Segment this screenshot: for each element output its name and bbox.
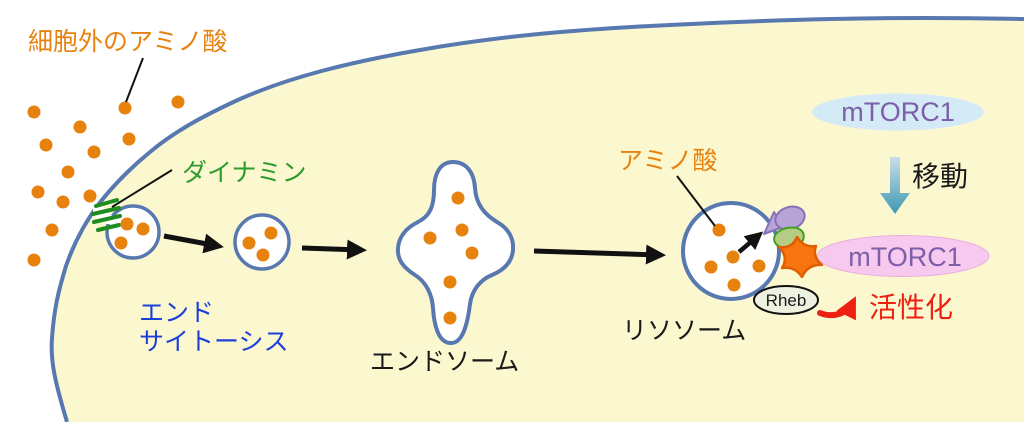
amino-acid-dot (242, 236, 256, 250)
amino-acid-dot (423, 231, 437, 245)
activation-label: 活性化 (869, 292, 953, 323)
dynamin-label: ダイナミン (182, 159, 307, 187)
lysosome-dots (704, 223, 766, 292)
amino-acid-dot (61, 165, 75, 179)
amino-acid-dot (27, 253, 41, 267)
endosome-dots (423, 191, 479, 325)
lysosome-label: リソソーム (622, 317, 746, 345)
amino-acid-pointer (676, 175, 716, 227)
amino-acid-dot (31, 185, 45, 199)
amino-acid-dot (451, 191, 465, 205)
translocation-label: 移動 (912, 161, 968, 192)
amino-acid-dot (443, 311, 457, 325)
endosome-shape (395, 160, 516, 345)
amino-acid-dot (752, 259, 766, 273)
step-arrow-3 (533, 244, 666, 265)
extracellular-amino-acid-pointer (125, 57, 144, 103)
amino-acid-dot (45, 223, 59, 237)
mtorc1-lysosomal-ellipse (816, 235, 990, 277)
amino-acid-dot (726, 250, 740, 264)
amino-acid-dot (171, 95, 185, 109)
rag-gtpase-orange-star (777, 235, 824, 279)
budding-vesicle-dots (114, 217, 150, 250)
amino-acid-dot (120, 217, 134, 231)
amino-acid-efflux-arrow (737, 231, 764, 254)
amino-acid-dot (264, 226, 278, 240)
endocytosis-label-line1: エンド (139, 299, 214, 327)
endocytosis-label-line2: サイトーシス (139, 328, 289, 356)
amino-acid-dot (256, 248, 270, 262)
amino-acid-dot (122, 132, 136, 146)
activation-arrow (817, 296, 856, 321)
amino-acid-dot (712, 223, 726, 237)
endocytic-vesicle-dots (242, 226, 278, 262)
amino-acid-dot (56, 195, 70, 209)
rheb-ellipse (753, 285, 819, 315)
amino-acid-dot (118, 101, 132, 115)
mtorc1-cytoplasmic-ellipse (812, 93, 984, 131)
endosome-label: エンドソーム (370, 348, 519, 376)
cell-body (51, 17, 1024, 422)
amino-acid-dot (136, 222, 150, 236)
cell-membrane (49, 15, 1024, 422)
mtorc1-cytoplasmic-label: mTORC1 (841, 97, 955, 127)
amino-acid-dot (465, 246, 479, 260)
amino-acid-dot (73, 120, 87, 134)
translocation-arrow (880, 157, 910, 214)
rheb-label: Rheb (766, 291, 807, 310)
step-arrow-2 (301, 239, 367, 260)
extracellular-amino-acid-label: 細胞外のアミノ酸 (28, 28, 228, 56)
mtorc1-lysosomal-label: mTORC1 (848, 242, 962, 272)
budding-vesicle (105, 204, 161, 260)
step-arrow-1 (163, 233, 224, 254)
amino-acid-label: アミノ酸 (618, 147, 718, 175)
amino-acid-dot (39, 138, 53, 152)
dynamin-pointer (111, 169, 173, 208)
amino-acid-dot (87, 145, 101, 159)
amino-acid-dot (27, 105, 41, 119)
amino-acid-dot (704, 260, 718, 274)
amino-acid-dot (455, 223, 469, 237)
extracellular-amino-acid-dots (27, 95, 185, 267)
amino-acid-dot (83, 189, 97, 203)
amino-acid-dot (443, 275, 457, 289)
amino-acid-dot (114, 236, 128, 250)
dynamin-coil (91, 198, 122, 232)
amino-acid-dot (727, 278, 741, 292)
